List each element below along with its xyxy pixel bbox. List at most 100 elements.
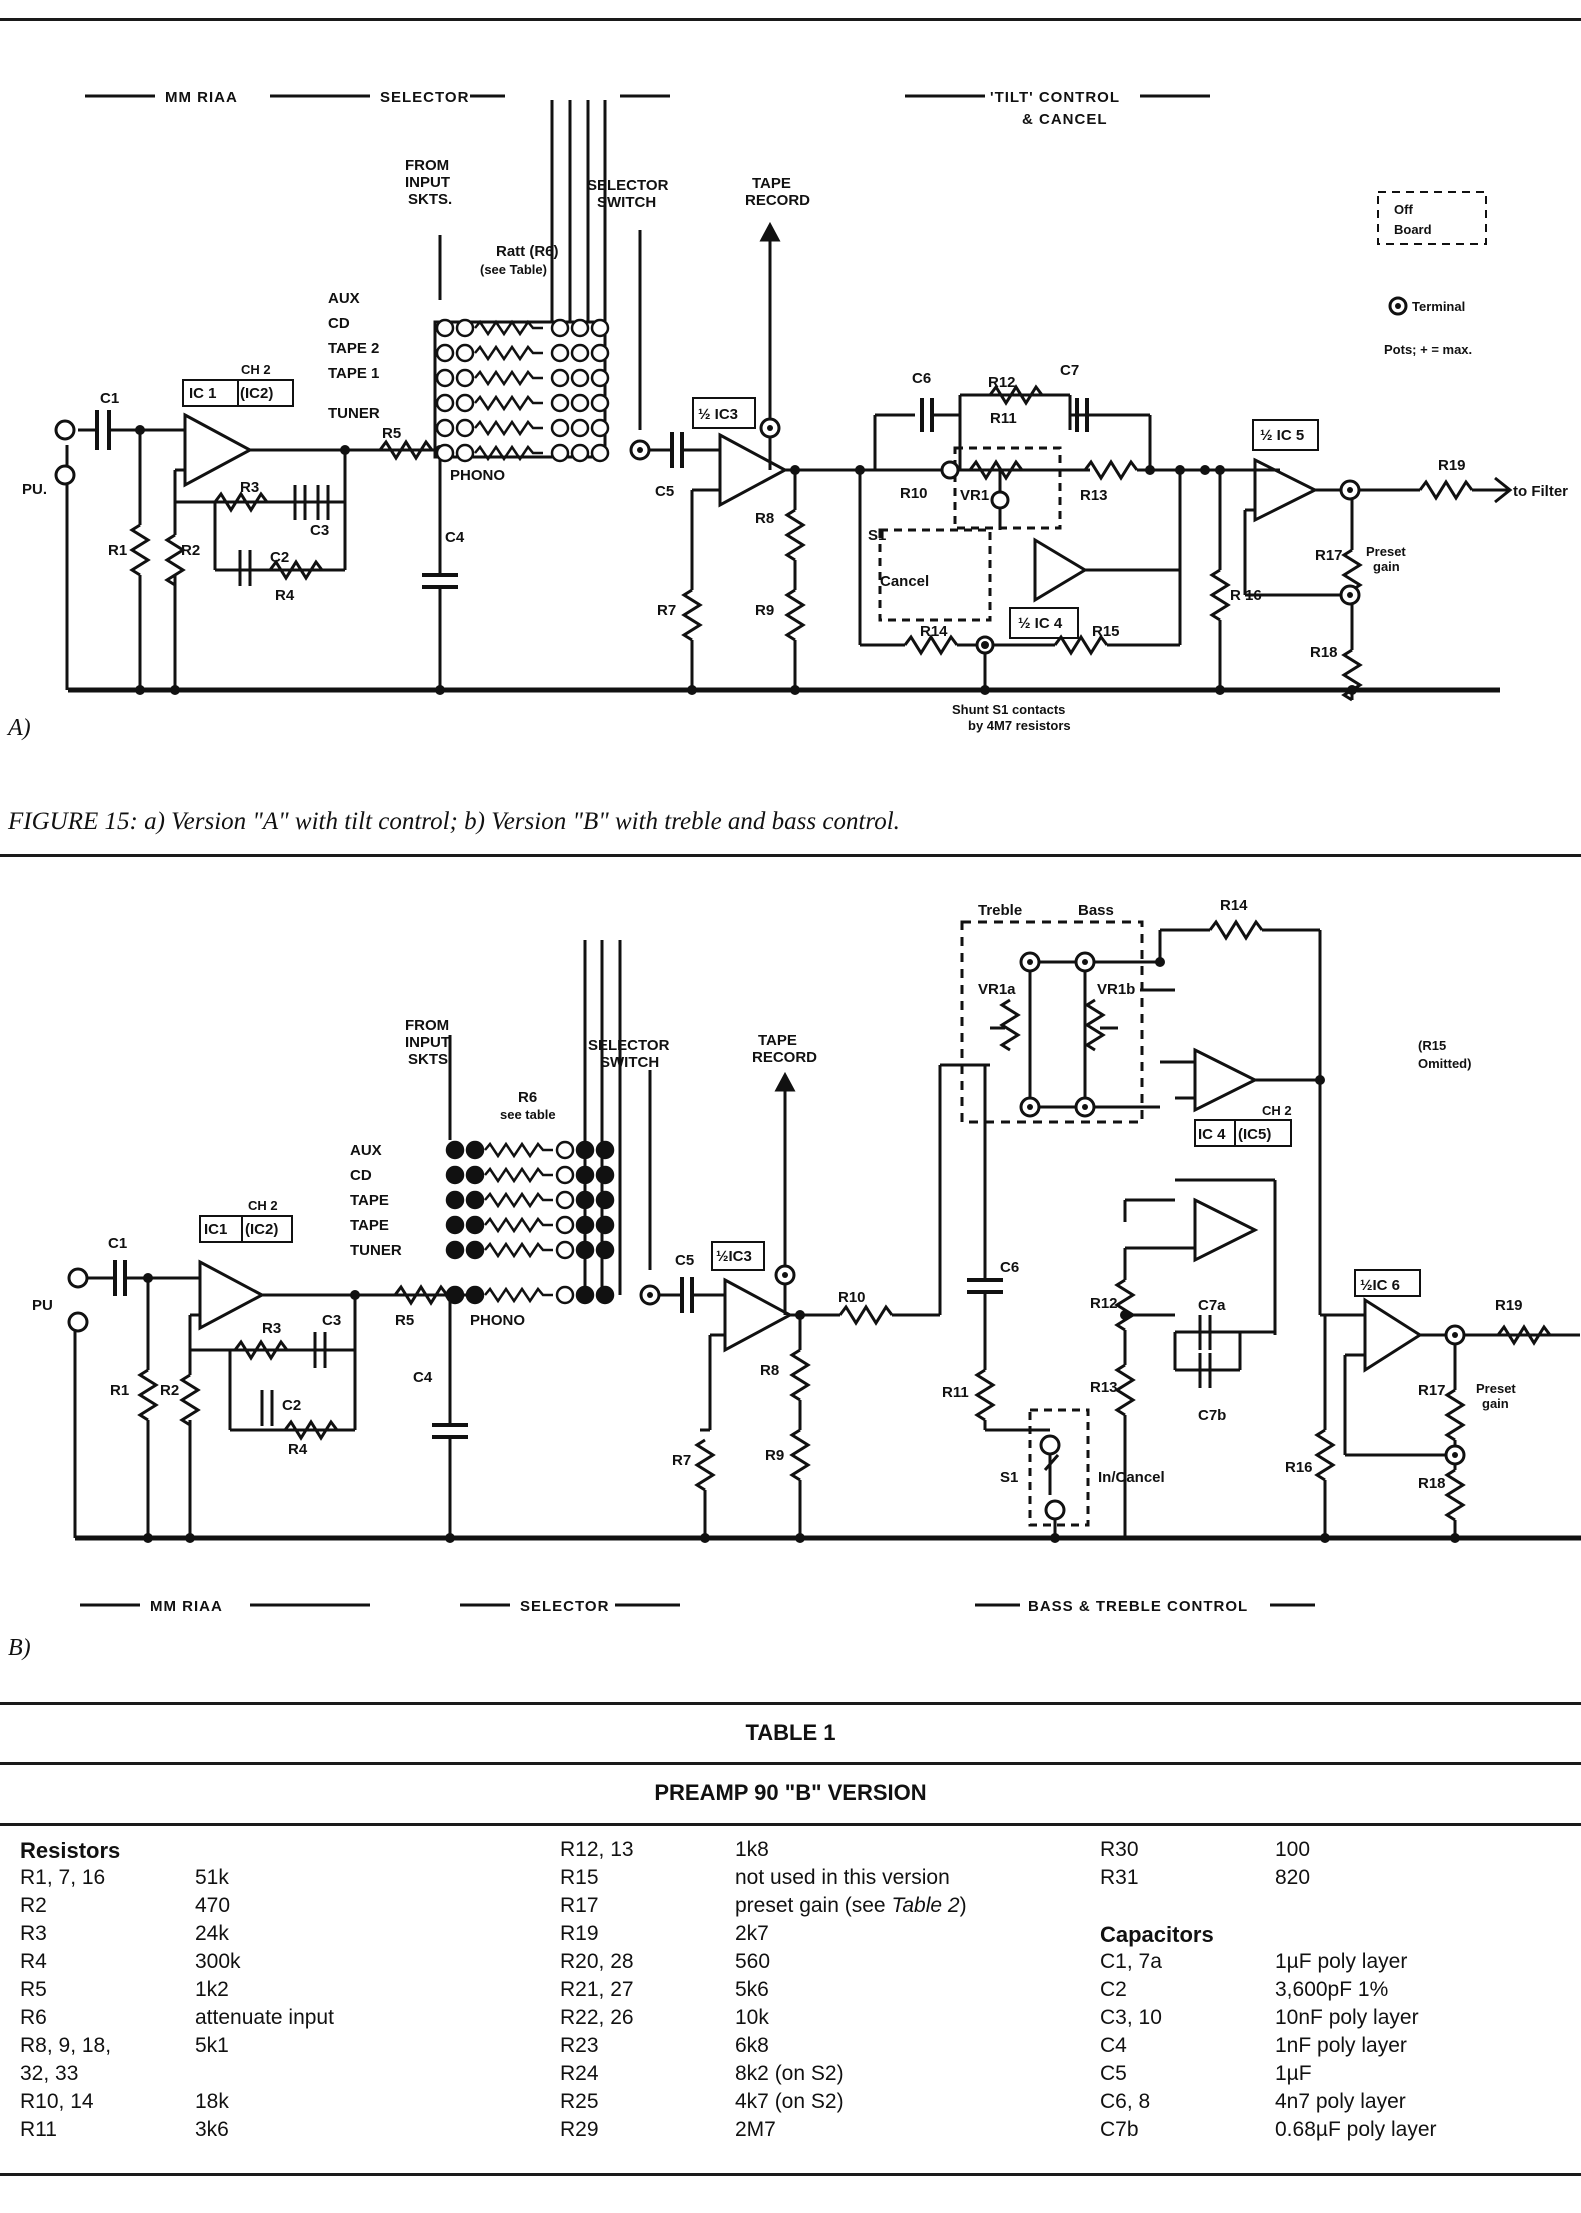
c-ref: C6, 8 xyxy=(1100,2090,1151,2113)
b-c4: C4 xyxy=(413,1369,433,1386)
a-c5: C5 xyxy=(655,483,674,500)
a-shunt-1: Shunt S1 contacts xyxy=(952,702,1065,717)
b-c5: C5 xyxy=(675,1252,694,1269)
r-ref: R19 xyxy=(560,1922,599,1945)
b-r10: R10 xyxy=(838,1289,866,1306)
b-sec-bass-treble: BASS & TREBLE CONTROL xyxy=(1028,1598,1248,1615)
b-c7b: C7b xyxy=(1198,1407,1226,1424)
a-r13: R13 xyxy=(1080,487,1108,504)
b-input-phono: PHONO xyxy=(470,1312,525,1329)
b-record: RECORD xyxy=(752,1049,817,1066)
b-r17: R17 xyxy=(1418,1382,1446,1399)
a-r19: R19 xyxy=(1438,457,1466,474)
b-input-tuner: TUNER xyxy=(350,1242,402,1259)
table-mid-rule xyxy=(0,1762,1581,1765)
a-from: FROM xyxy=(405,157,449,174)
figure-a-letter: A) xyxy=(8,715,31,741)
r-ref: R3 xyxy=(20,1922,47,1945)
b-r18: R18 xyxy=(1418,1475,1446,1492)
b-r5: R5 xyxy=(395,1312,414,1329)
c-ref: C1, 7a xyxy=(1100,1950,1162,1973)
r-ref: R25 xyxy=(560,2090,599,2113)
r-ref: R15 xyxy=(560,1866,599,1889)
r-val: 5k6 xyxy=(735,1978,769,2001)
a-input: INPUT xyxy=(405,174,450,191)
a-to-filter: to Filter xyxy=(1513,483,1568,500)
b-r9: R9 xyxy=(765,1447,784,1464)
r-val: 10k xyxy=(735,2006,769,2029)
table-subtitle: PREAMP 90 "B" VERSION xyxy=(654,1780,927,1805)
r-val: preset gain (see Table 2) xyxy=(735,1894,967,1917)
c-ref: C2 xyxy=(1100,1978,1127,2001)
c-val: 4n7 poly layer xyxy=(1275,2090,1406,2113)
r-ref: R17 xyxy=(560,1894,599,1917)
b-bass: Bass xyxy=(1078,902,1114,919)
capacitors-head: Capacitors xyxy=(1100,1922,1214,1947)
a-r16: R 16 xyxy=(1230,587,1262,604)
b-vr1a: VR1a xyxy=(978,981,1016,998)
c-ref: C3, 10 xyxy=(1100,2006,1162,2029)
a-r12: R12 xyxy=(988,374,1016,391)
b-see-table: see table xyxy=(500,1107,556,1122)
a-shunt-2: by 4M7 resistors xyxy=(968,718,1071,733)
r-ref: R1, 7, 16 xyxy=(20,1866,106,1889)
a-pu: PU. xyxy=(22,481,47,498)
r-val: 8k2 (on S2) xyxy=(735,2062,844,2085)
b-s1: S1 xyxy=(1000,1469,1018,1486)
a-c2: C2 xyxy=(270,549,289,566)
a-ch2: CH 2 xyxy=(241,362,271,377)
a-ic3: ½ IC3 xyxy=(698,406,738,423)
b-input-aux: AUX xyxy=(350,1142,382,1159)
r-val: 100 xyxy=(1275,1838,1311,1861)
b-r8: R8 xyxy=(760,1362,779,1379)
r-ref: R21, 27 xyxy=(560,1978,634,2001)
b-r3: R3 xyxy=(262,1320,281,1337)
a-r4: R4 xyxy=(275,587,295,604)
b-r1: R1 xyxy=(110,1382,129,1399)
top-rule xyxy=(0,18,1581,21)
b-sec-selector: SELECTOR xyxy=(520,1598,609,1615)
r-ref: R8, 9, 18, xyxy=(20,2034,112,2057)
a-r9: R9 xyxy=(755,602,774,619)
r-ref: R11 xyxy=(20,2118,57,2141)
b-vr1b: VR1b xyxy=(1097,981,1135,998)
b-c3: C3 xyxy=(322,1312,341,1329)
b-preset: Preset xyxy=(1476,1381,1516,1396)
r-ref: R12, 13 xyxy=(560,1838,634,1861)
table-top-rule xyxy=(0,1702,1581,1705)
r-val: 4k7 (on S2) xyxy=(735,2090,844,2113)
b-input: INPUT xyxy=(405,1034,450,1051)
b-input-tape-a: TAPE xyxy=(350,1192,389,1209)
b-input-cd: CD xyxy=(350,1167,372,1184)
a-input-tape1: TAPE 1 xyxy=(328,365,379,382)
r-val: 18k xyxy=(195,2090,229,2113)
c-ref: C7b xyxy=(1100,2118,1139,2141)
a-r5: R5 xyxy=(382,425,401,442)
r-val: 5k1 xyxy=(195,2034,229,2057)
a-s1: S1 xyxy=(868,527,886,544)
r-ref: R24 xyxy=(560,2062,599,2085)
caption-rule xyxy=(0,854,1581,857)
a-record: RECORD xyxy=(745,192,810,209)
a-ic5: ½ IC 5 xyxy=(1260,427,1304,444)
r-val: 2M7 xyxy=(735,2118,776,2141)
a-input-tape2: TAPE 2 xyxy=(328,340,379,357)
c-ref: C5 xyxy=(1100,2062,1127,2085)
b-r13: R13 xyxy=(1090,1379,1118,1396)
r-val: 470 xyxy=(195,1894,231,1917)
r-ref: R5 xyxy=(20,1978,47,2001)
a-c4: C4 xyxy=(445,529,465,546)
r-ref: 32, 33 xyxy=(20,2062,79,2085)
a-sec-cancel: & CANCEL xyxy=(1022,111,1108,128)
b-c7a: C7a xyxy=(1198,1297,1226,1314)
figure-b-letter: B) xyxy=(8,1635,31,1661)
b-gain: gain xyxy=(1482,1396,1509,1411)
a-sec-tilt: 'TILT' CONTROL xyxy=(990,89,1120,106)
a-sec-selector: SELECTOR xyxy=(380,89,469,106)
c-val: 1µF poly layer xyxy=(1275,1950,1408,1973)
b-r16: R16 xyxy=(1285,1459,1313,1476)
r-ref: R29 xyxy=(560,2118,599,2141)
b-ic6: ½IC 6 xyxy=(1360,1277,1400,1294)
figure-caption: FIGURE 15: a) Version "A" with tilt cont… xyxy=(8,808,900,835)
r-ref: R10, 14 xyxy=(20,2090,94,2113)
